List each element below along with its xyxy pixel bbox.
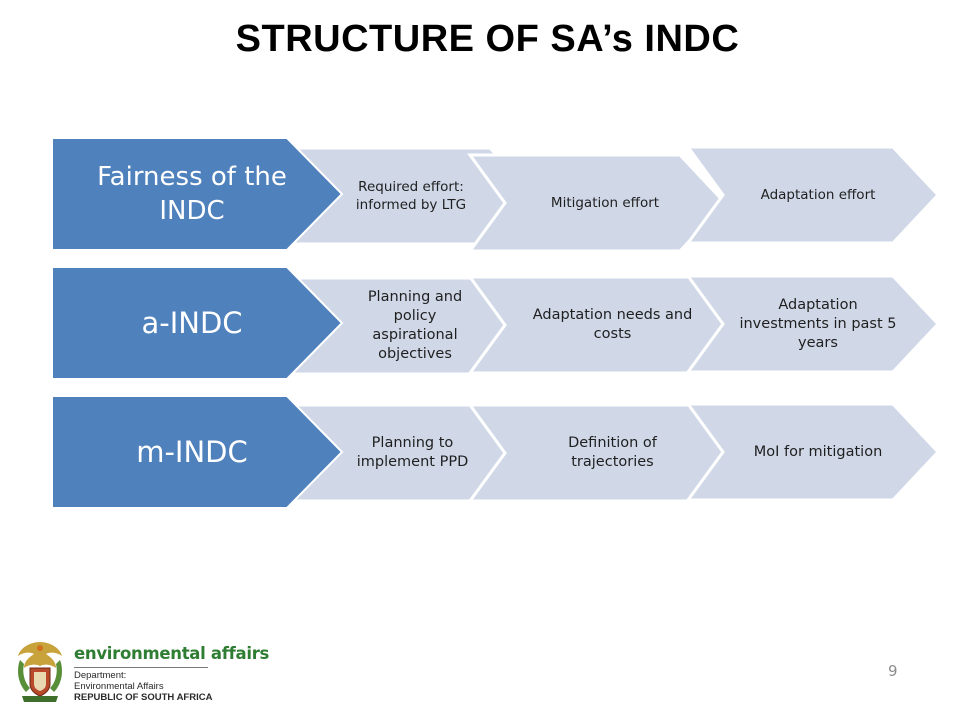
step-mitigation-effort: Mitigation effort — [467, 153, 728, 253]
step-moi-mitigation: MoI for mitigation — [685, 402, 941, 502]
step-adaptation-investments: Adaptation investments in past 5 years — [685, 274, 941, 374]
step-adaptation-needs: Adaptation needs and costs — [467, 275, 738, 375]
row-header-a-indc: a-INDC — [51, 266, 344, 380]
row-header-fairness: Fairness of the INDC — [51, 137, 344, 251]
slide-title: STRUCTURE OF SA’s INDC — [235, 18, 740, 60]
department-name: Environmental Affairs — [74, 681, 164, 692]
step-adaptation-effort: Adaptation effort — [685, 145, 941, 245]
brand-name: environmental affairs — [74, 644, 270, 663]
logo-divider — [74, 667, 208, 668]
coat-of-arms-icon — [18, 642, 62, 702]
row-header-m-indc: m-INDC — [51, 395, 344, 509]
page-number: 9 — [888, 662, 898, 680]
department-logo: environmental affairs Department: Enviro… — [12, 636, 269, 706]
department-label: Department: — [74, 670, 127, 681]
step-definition-trajectories: Definition of trajectories — [467, 403, 738, 503]
country-name: REPUBLIC OF SOUTH AFRICA — [74, 692, 213, 703]
